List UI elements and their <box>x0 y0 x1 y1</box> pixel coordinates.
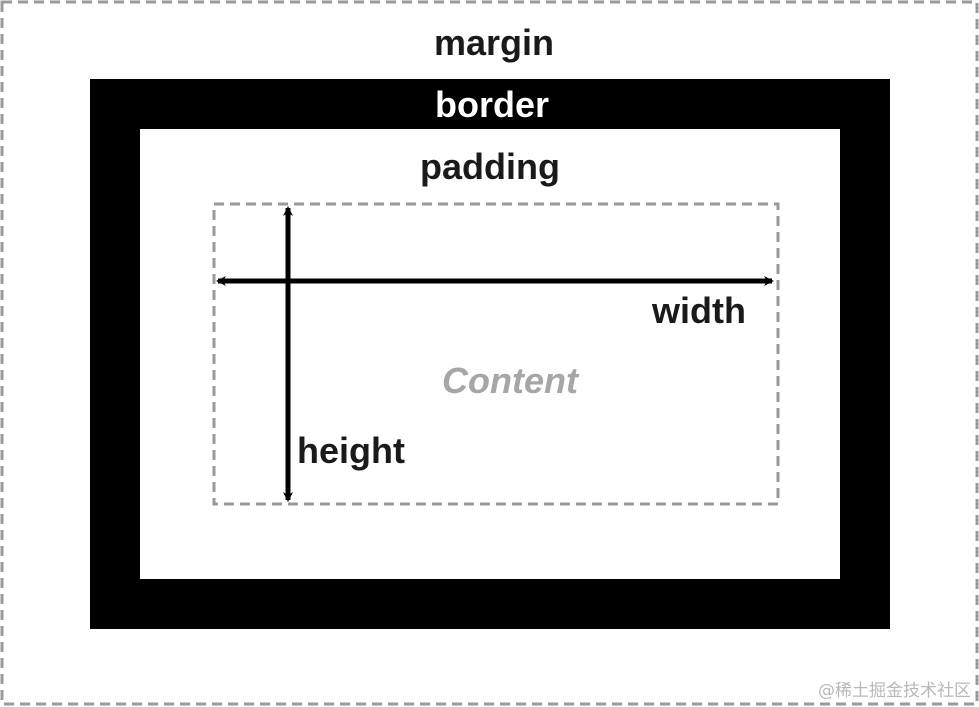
border-label: border <box>435 84 549 125</box>
content-area <box>212 202 780 506</box>
padding-area <box>140 129 840 579</box>
padding-label: padding <box>420 146 560 187</box>
height-label: height <box>297 430 405 471</box>
watermark: @稀土掘金技术社区 <box>818 681 971 701</box>
margin-label: margin <box>434 22 554 63</box>
width-label: width <box>651 290 746 331</box>
content-label: Content <box>442 360 580 401</box>
